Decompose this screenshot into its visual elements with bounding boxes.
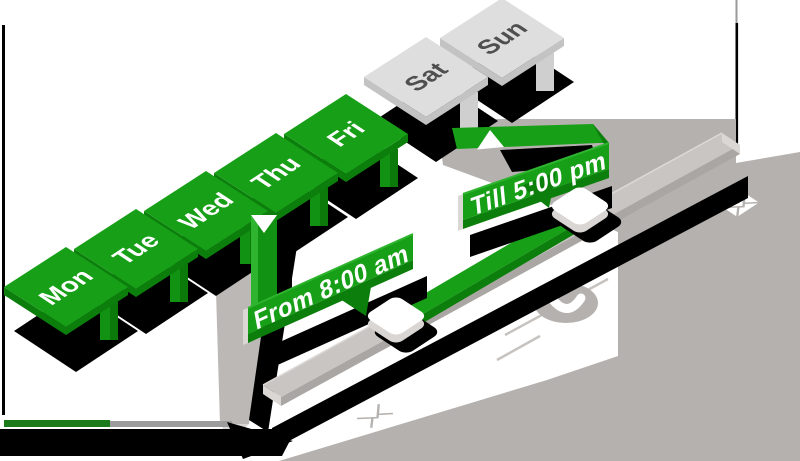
- slider-handle-till[interactable]: [548, 185, 625, 245]
- bottom-edge-strips: [0, 420, 296, 459]
- left-frame-line: [2, 25, 5, 415]
- day-tab-mon[interactable]: Mon: [4, 247, 138, 372]
- slider-handle-from[interactable]: [364, 295, 441, 355]
- envelope-icon-bottom: [356, 404, 394, 428]
- day-tab-sun[interactable]: Sun: [440, 0, 574, 123]
- day-tab-thu[interactable]: Thu: [214, 133, 348, 258]
- right-frame-line: [735, 0, 739, 153]
- slider-range-fill: [390, 206, 590, 333]
